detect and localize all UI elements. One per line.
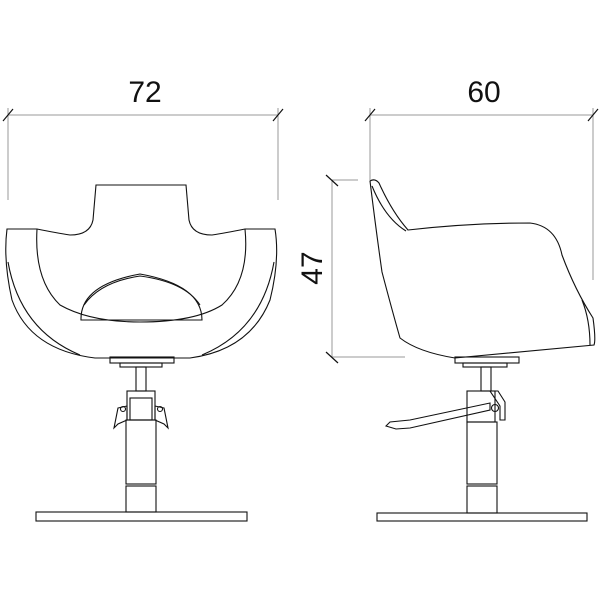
base-plate-front <box>35 511 248 522</box>
seat-cushion <box>80 273 203 321</box>
height-label: 47 <box>296 251 329 284</box>
depth-dimension: 60 <box>364 76 599 280</box>
depth-label: 60 <box>467 76 500 109</box>
chair-side-view <box>369 179 596 522</box>
height-dimension: 47 <box>296 174 405 364</box>
width-label: 72 <box>128 76 161 109</box>
width-dimension: 72 <box>2 76 284 200</box>
base-plate-side <box>376 512 588 522</box>
pump-lever <box>384 402 491 430</box>
chair-front-view <box>5 184 278 522</box>
